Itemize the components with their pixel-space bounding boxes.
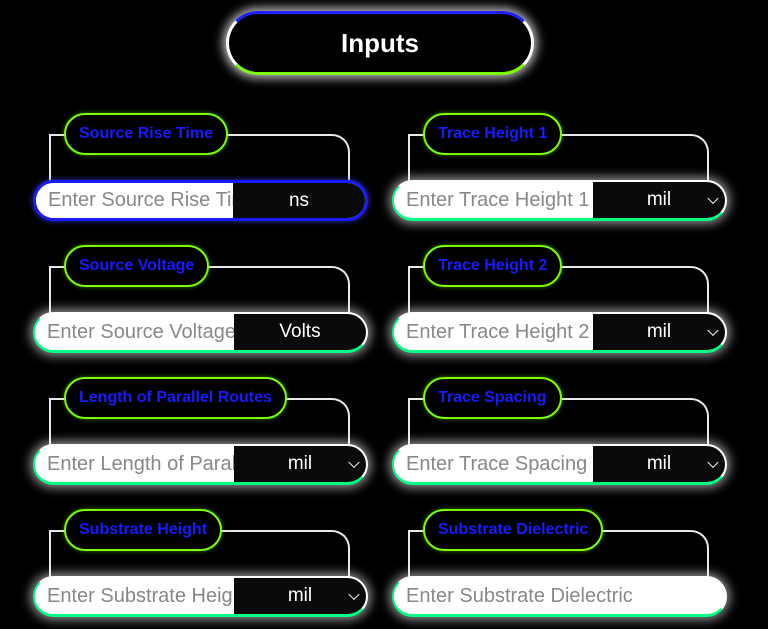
length-of-parallel-routes-input[interactable]: [35, 446, 234, 482]
input-box: Enter Trace Spacing: [394, 446, 593, 482]
field-card-source-voltage: Source Voltage Enter Source Voltage Volt…: [33, 245, 368, 355]
source-voltage-input[interactable]: [35, 314, 234, 350]
unit-selected-value: mil: [287, 453, 313, 474]
page-title: Inputs: [226, 11, 534, 75]
chevron-down-icon: [348, 588, 360, 601]
unit-label: ns: [233, 183, 365, 218]
chevron-down-icon: [348, 456, 360, 469]
unit-select[interactable]: mil: [593, 314, 725, 350]
unit-text: Volts: [279, 321, 321, 342]
input-group: Enter Source Rise Time ns: [33, 180, 368, 221]
unit-selected-value: mil: [646, 453, 672, 474]
field-label: Source Voltage: [64, 245, 210, 287]
unit-select[interactable]: mil: [234, 446, 366, 482]
input-group: Enter Trace Height 1 mil: [392, 180, 727, 221]
unit-selected-value: mil: [287, 585, 313, 606]
field-card-substrate-height: Substrate Height Enter Substrate Height …: [33, 509, 368, 619]
substrate-dielectric-input[interactable]: [394, 578, 725, 614]
field-label: Length of Parallel Routes: [64, 377, 287, 419]
field-card-substrate-dielectric: Substrate Dielectric Enter Substrate Die…: [392, 509, 727, 619]
unit-select[interactable]: mil: [593, 182, 725, 218]
input-group: Enter Source Voltage Volts: [33, 312, 368, 353]
chevron-down-icon: [707, 324, 719, 337]
unit-selected-value: mil: [646, 321, 672, 342]
unit-label: Volts: [234, 314, 366, 350]
input-box: Enter Trace Height 1: [394, 182, 593, 218]
field-card-length-of-parallel-routes: Length of Parallel Routes Enter Length o…: [33, 377, 368, 487]
input-group: Enter Length of Parallel Routes mil: [33, 444, 368, 485]
field-label: Source Rise Time: [64, 113, 228, 155]
field-card-trace-height-2: Trace Height 2 Enter Trace Height 2 mil: [392, 245, 727, 355]
input-box: Enter Length of Parallel Routes: [35, 446, 234, 482]
input-box: Enter Source Rise Time: [36, 183, 233, 218]
unit-select[interactable]: mil: [593, 446, 725, 482]
unit-text: ns: [288, 189, 310, 211]
input-box: Enter Substrate Dielectric: [394, 578, 725, 614]
chevron-down-icon: [707, 192, 719, 205]
input-group: Enter Substrate Height mil: [33, 576, 368, 617]
field-label: Substrate Height: [64, 509, 223, 551]
trace-height-2-input[interactable]: [394, 314, 593, 350]
input-box: Enter Source Voltage: [35, 314, 234, 350]
field-label: Trace Height 2: [423, 245, 563, 287]
unit-selected-value: mil: [646, 189, 672, 210]
input-box: Enter Trace Height 2: [394, 314, 593, 350]
field-label: Trace Spacing: [423, 377, 562, 419]
source-rise-time-input[interactable]: [36, 183, 233, 218]
field-label: Trace Height 1: [423, 113, 563, 155]
input-group: Enter Trace Height 2 mil: [392, 312, 727, 353]
trace-spacing-input[interactable]: [394, 446, 593, 482]
field-card-trace-height-1: Trace Height 1 Enter Trace Height 1 mil: [392, 113, 727, 223]
unit-select[interactable]: mil: [234, 578, 366, 614]
chevron-down-icon: [707, 456, 719, 469]
field-card-trace-spacing: Trace Spacing Enter Trace Spacing mil: [392, 377, 727, 487]
input-box: Enter Substrate Height: [35, 578, 234, 614]
trace-height-1-input[interactable]: [394, 182, 593, 218]
substrate-height-input[interactable]: [35, 578, 234, 614]
field-label: Substrate Dielectric: [423, 509, 604, 551]
field-card-source-rise-time: Source Rise Time Enter Source Rise Time …: [33, 113, 368, 223]
input-group: Enter Substrate Dielectric: [392, 576, 727, 617]
input-group: Enter Trace Spacing mil: [392, 444, 727, 485]
